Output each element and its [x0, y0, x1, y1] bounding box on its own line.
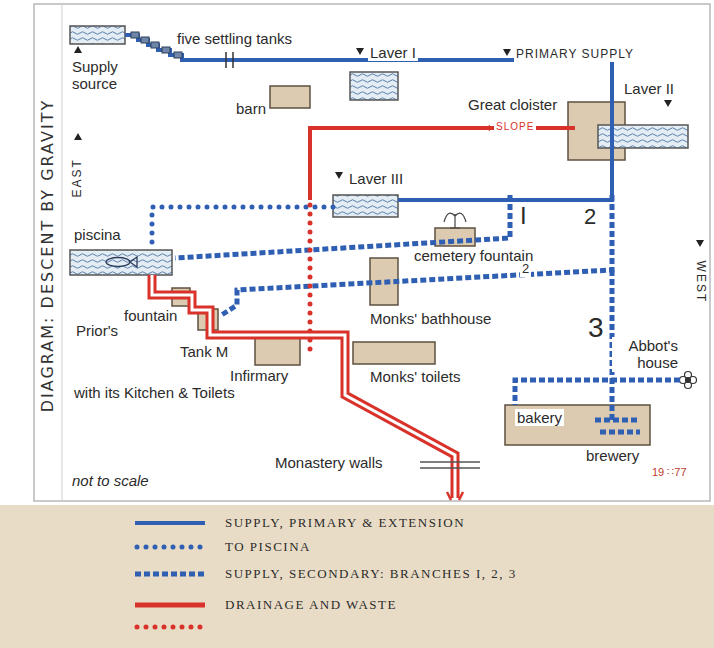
line-shape — [420, 467, 480, 469]
line-shape — [135, 572, 205, 577]
map-label: five settling tanks — [175, 30, 294, 47]
rect-shape — [70, 26, 125, 44]
piscina-extension — [152, 207, 333, 248]
line-shape — [137, 625, 205, 630]
map-label: bakery — [515, 409, 564, 426]
diagram-title: DIAGRAM: DESCENT BY GRAVITY — [39, 98, 58, 411]
legend-text: SUPPLY, SECONDARY: BRANCHES I, 2, 3 — [225, 562, 517, 586]
path-shape — [308, 205, 313, 350]
map-label: PRIMARY SUPPLY — [514, 48, 636, 62]
drainage — [152, 128, 575, 500]
path-shape — [130, 257, 137, 267]
map-label: fountain — [122, 307, 179, 324]
map-label: EAST — [71, 156, 85, 199]
map-label: not to scale — [70, 472, 151, 489]
map-label: Laver III — [347, 170, 405, 187]
legend-text: SUPPLY, PRIMARY & EXTENSION TO PISCINA — [225, 511, 475, 559]
map-label: 3 — [586, 312, 606, 344]
path-shape — [226, 52, 233, 68]
path-shape — [74, 133, 82, 140]
piscina-fish — [106, 257, 137, 267]
circle-shape — [686, 378, 691, 383]
path-shape — [444, 213, 466, 228]
map-label: Infirmary with its Kitchen & Toilets — [72, 367, 318, 402]
rect-shape — [151, 42, 159, 48]
map-label: Prior's — [74, 322, 120, 339]
path-shape — [74, 46, 82, 53]
map-label: Monks' toilets — [368, 368, 462, 385]
rect-shape — [0, 505, 714, 648]
rect-shape — [162, 47, 170, 53]
water-basins — [70, 26, 688, 275]
legend-samples — [135, 523, 205, 627]
rect-shape — [353, 342, 435, 364]
path-shape — [515, 380, 680, 405]
map-label: Tank M — [178, 343, 230, 360]
rect-shape — [70, 250, 172, 275]
rect-shape — [141, 37, 149, 43]
abbot-flower — [680, 372, 697, 389]
path-shape — [664, 100, 672, 107]
rect-shape — [333, 195, 398, 217]
fountain-symbol — [444, 213, 466, 228]
map-label: 19 ∷77 — [650, 466, 689, 479]
path-shape — [696, 240, 704, 247]
ground — [0, 4, 714, 648]
map-label: Great cloister — [466, 96, 559, 113]
rect-shape — [505, 405, 650, 445]
path-shape — [447, 492, 463, 500]
rect-shape — [174, 52, 182, 58]
map-label: Laver II — [622, 80, 676, 97]
line-shape — [135, 603, 205, 608]
rect-shape — [34, 4, 710, 501]
rect-shape — [350, 72, 398, 100]
path-shape — [356, 48, 364, 55]
map-label: 2 — [520, 262, 531, 277]
monastery-wall — [420, 462, 480, 468]
rect-shape — [270, 86, 310, 108]
path-shape — [310, 128, 575, 200]
map-label: Laver I — [368, 44, 418, 61]
path-shape — [335, 172, 343, 179]
map-label: barn — [234, 100, 268, 117]
map-label: I — [518, 202, 529, 230]
path-shape — [484, 125, 490, 131]
path-shape — [220, 195, 612, 316]
map-label: Abbot's house — [612, 337, 680, 372]
map-label: cemetery fountain — [412, 247, 535, 264]
map-label: WEST — [693, 259, 707, 306]
map-label: Supply source — [70, 58, 136, 93]
pointer-triangles — [74, 46, 704, 247]
line-shape — [420, 461, 480, 463]
map-label: piscina — [72, 226, 123, 243]
legend-text: DRAINAGE AND WASTE — [225, 593, 397, 617]
line-shape — [137, 545, 205, 550]
line-shape — [62, 4, 63, 501]
path-shape — [503, 49, 511, 56]
rect-shape — [131, 32, 139, 38]
map-label: brewery — [584, 447, 641, 464]
map-label: Monastery walls — [273, 454, 385, 471]
ellipse-shape — [106, 258, 130, 267]
map-label: 2 — [582, 204, 598, 229]
line-shape — [135, 521, 205, 525]
map-label: Monks' bathhouse — [368, 310, 493, 327]
map-label: SLOPE — [494, 121, 536, 133]
